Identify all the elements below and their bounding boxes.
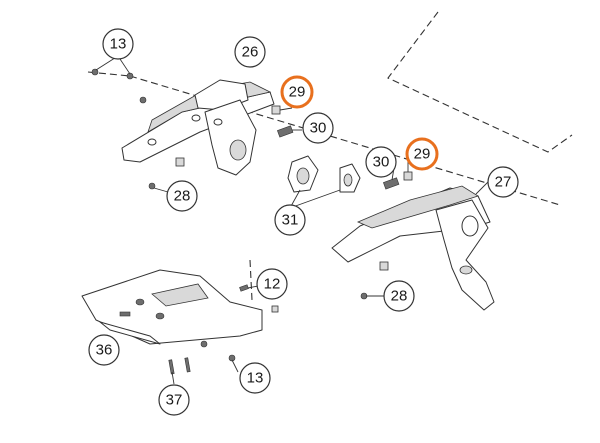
callout-label: 30: [373, 154, 390, 171]
callout-circle: [166, 180, 198, 212]
callout-circle: [239, 362, 271, 394]
callout-circle: [280, 75, 314, 109]
callout-13b: 13: [239, 362, 271, 394]
screws-top-left: [91, 68, 185, 190]
callout-label: 31: [282, 212, 299, 229]
callout-label: 29: [289, 84, 306, 101]
callout-29a-highlighted: 29: [280, 75, 314, 109]
callout-13a: 13: [102, 28, 134, 60]
callout-circle: [405, 137, 439, 171]
callout-label: 28: [174, 188, 191, 205]
small-parts-lower: [168, 284, 279, 375]
callout-label: 37: [166, 392, 183, 409]
callout-circle: [487, 166, 519, 198]
assembly-dashed-lines: [87, 11, 573, 301]
callout-36: 36: [88, 334, 120, 366]
screws-right: [360, 261, 389, 300]
callout-label: 27: [495, 174, 512, 191]
cover-plate-part-36: [81, 269, 263, 345]
callout-37: 37: [158, 384, 190, 416]
callout-circle: [274, 204, 306, 236]
callout-circle: [102, 28, 134, 60]
callout-circle: [383, 280, 415, 312]
callout-label: 13: [110, 36, 127, 53]
callout-label: 30: [310, 120, 327, 137]
bracket-right-part-27: [331, 185, 495, 311]
callout-circle: [88, 334, 120, 366]
callout-31: 31: [274, 204, 306, 236]
callout-label: 12: [264, 276, 281, 293]
callout-27: 27: [487, 166, 519, 198]
callout-circle: [302, 112, 334, 144]
callout-label: 13: [247, 370, 264, 387]
callout-label: 29: [414, 146, 431, 163]
callout-label: 36: [96, 342, 113, 359]
callout-28a: 28: [166, 180, 198, 212]
callout-26: 26: [234, 36, 266, 68]
spring-part-30-right: [383, 171, 413, 190]
callout-30b: 30: [365, 146, 397, 178]
callout-30a: 30: [302, 112, 334, 144]
callout-circle: [256, 268, 288, 300]
callout-label: 28: [391, 288, 408, 305]
callout-29b-highlighted: 29: [405, 137, 439, 171]
callout-circle: [234, 36, 266, 68]
bushings-part-31: [287, 155, 361, 193]
callout-28b: 28: [383, 280, 415, 312]
callout-circle: [158, 384, 190, 416]
bracket-left-part-26: [121, 79, 275, 176]
callout-circle: [365, 146, 397, 178]
callout-12: 12: [256, 268, 288, 300]
callout-label: 26: [242, 44, 259, 61]
